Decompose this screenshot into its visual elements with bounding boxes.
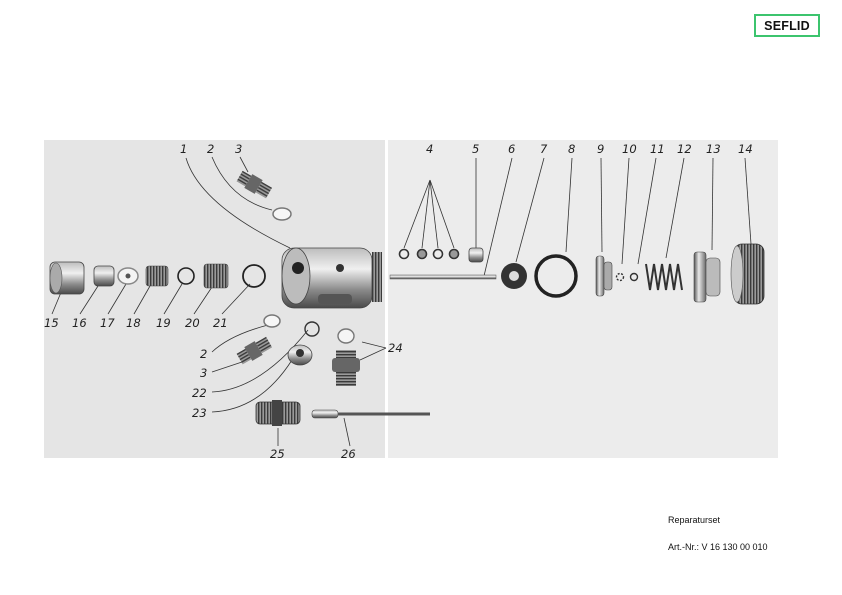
callout-4: 4 (426, 142, 433, 156)
callout-22: 22 (192, 386, 207, 400)
callout-6: 6 (508, 142, 515, 156)
callout-16: 16 (72, 316, 87, 330)
part-26-needle (311, 409, 430, 419)
part-6-rod (389, 274, 497, 280)
callout-25: 25 (270, 447, 285, 461)
part-4-ring-a (398, 248, 410, 260)
photo-panel-right (388, 140, 778, 458)
part-24-fitting (332, 350, 360, 386)
leader-12 (665, 157, 685, 259)
leader-7 (515, 157, 545, 263)
leader-14 (744, 157, 752, 245)
part-11-ring (629, 272, 639, 282)
part-14-knurled-nut (730, 243, 765, 305)
article-number: Art.-Nr.: V 16 130 00 010 (668, 542, 768, 552)
part-9-piston (595, 255, 613, 297)
callout-2: 2 (207, 142, 214, 156)
leader-18 (133, 285, 151, 315)
callout-3: 3 (235, 142, 242, 156)
callout-18: 18 (126, 316, 141, 330)
leader-9 (600, 157, 603, 253)
leader-6 (483, 157, 513, 277)
leader-2b (211, 324, 269, 353)
part-15-hex-cap (49, 261, 85, 295)
part-25-double-nipple (255, 400, 301, 426)
leader-8 (565, 157, 573, 253)
callout-1: 1 (180, 142, 187, 156)
leader-4c (429, 179, 439, 249)
part-3-nipple-b (236, 336, 273, 365)
leader-24a (361, 341, 387, 349)
leader-2 (211, 156, 273, 211)
part-12-spring (645, 263, 683, 291)
leader-16 (79, 285, 99, 315)
leader-17 (107, 283, 127, 315)
callout-13: 13 (706, 142, 721, 156)
leader-4d (429, 179, 455, 249)
leader-19 (163, 283, 183, 315)
part-20-sleeve (203, 263, 229, 289)
part-10-circlip (615, 272, 625, 282)
leader-11 (637, 157, 657, 265)
leader-10 (621, 157, 630, 265)
part-4-ring-d (448, 248, 460, 260)
callout-5: 5 (472, 142, 479, 156)
leader-23 (211, 359, 293, 413)
callout-15: 15 (44, 316, 59, 330)
leader-4b (421, 179, 431, 249)
part-2-washer-b (263, 314, 281, 328)
kit-title: Reparaturset (668, 515, 721, 525)
leader-1 (185, 157, 291, 249)
part-21-o-ring (242, 264, 266, 288)
leader-3b (211, 361, 243, 373)
part-19-o-ring (177, 267, 195, 285)
callout-11: 11 (650, 142, 665, 156)
callout-17: 17 (100, 316, 115, 330)
part-4-ring-c (432, 248, 444, 260)
callout-26: 26 (341, 447, 356, 461)
leader-13 (711, 157, 714, 251)
part-24-washer (337, 328, 355, 344)
seflid-logo: SEFLID (754, 14, 820, 37)
callout-23: 23 (192, 406, 207, 420)
part-13-cap (693, 251, 721, 303)
part-4-ring-b (416, 248, 428, 260)
callout-24: 24 (388, 341, 403, 355)
part-18-plug (145, 265, 169, 287)
part-2-washer (272, 207, 292, 221)
leader-21 (221, 283, 251, 315)
callout-14: 14 (738, 142, 753, 156)
leader-4a (403, 179, 431, 249)
callout-7: 7 (540, 142, 548, 156)
leader-3 (239, 156, 249, 173)
part-23-plug (287, 344, 313, 366)
callout-8: 8 (568, 142, 575, 156)
callout-19: 19 (156, 316, 171, 330)
leader-20 (193, 283, 215, 315)
callout-3b: 3 (200, 366, 207, 380)
part-1-valve-body (281, 247, 382, 309)
leader-26 (343, 417, 351, 447)
leader-22 (211, 329, 309, 393)
callout-10: 10 (622, 142, 637, 156)
callout-9: 9 (597, 142, 604, 156)
part-3-nipple (236, 170, 273, 199)
leader-24b (359, 347, 387, 361)
part-8-o-ring (534, 254, 578, 298)
callout-2b: 2 (200, 347, 207, 361)
callout-12: 12 (677, 142, 692, 156)
part-5-nut (468, 247, 484, 263)
callout-20: 20 (185, 316, 200, 330)
part-16-fitting (93, 265, 115, 287)
callout-21: 21 (213, 316, 228, 330)
part-22-washer (304, 321, 320, 337)
